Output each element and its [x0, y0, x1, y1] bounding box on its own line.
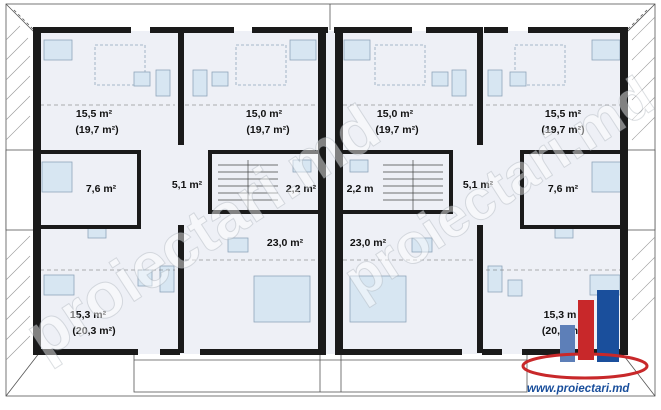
room-area-bedroom-tl: 15,5 m²: [76, 108, 113, 120]
room-area-stair-right: 2,2 m: [347, 183, 374, 195]
room-total-bedroom-tl: (19,7 m²): [75, 124, 118, 136]
room-area-bedroom-tr: 15,5 m²: [545, 108, 582, 120]
room-area-bedroom-bc-left: 23,0 m²: [267, 237, 304, 249]
room-area-bedroom-br: 15,3 m: [544, 309, 577, 321]
room-total-bedroom-bl: (20,3 m²): [72, 325, 115, 337]
room-area-bedroom-bc-right: 23,0 m²: [350, 237, 387, 249]
roof-hatch: [5, 16, 656, 361]
room-area-stair-left: 2,2 m²: [286, 183, 317, 195]
room-area-bath-left: 7,6 m²: [86, 183, 117, 195]
room-area-bath-right: 7,6 m²: [548, 183, 579, 195]
company-logo: www.proiectari.md: [521, 290, 649, 395]
room-area-bedroom-tcr: 15,0 m²: [377, 108, 414, 120]
logo-swoosh: [521, 352, 649, 380]
walls: [33, 27, 628, 355]
room-total-bedroom-tr: (19,7 m²): [541, 124, 584, 136]
room-labels: 15,5 m² (19,7 m²) 15,0 m² (19,7 m²) 15,0…: [70, 108, 585, 337]
stairs: [218, 160, 443, 210]
logo-building-2: [597, 290, 619, 362]
room-area-bedroom-tc: 15,0 m²: [246, 108, 283, 120]
furniture: [41, 39, 623, 323]
ceiling-lines: [40, 104, 620, 271]
room-total-bedroom-tc: (19,7 m²): [246, 124, 289, 136]
room-area-hall-left: 5,1 m²: [172, 179, 203, 191]
logo-building: [578, 300, 594, 360]
balcony: [133, 351, 528, 393]
room-total-bedroom-tcr: (19,7 m²): [375, 124, 418, 136]
logo-building-3: [560, 325, 575, 362]
room-area-hall-right: 5,1 m²: [463, 179, 494, 191]
room-area-bedroom-bl: 15,3 m²: [70, 309, 107, 321]
logo-url: www.proiectari.md: [527, 383, 630, 395]
